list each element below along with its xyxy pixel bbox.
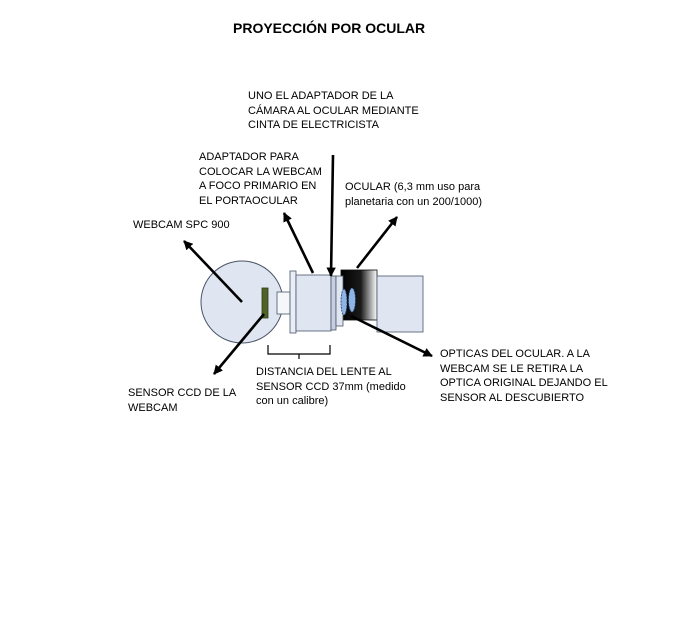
arrow-optics xyxy=(350,314,433,358)
label-adapter: ADAPTADOR PARA COLOCAR LA WEBCAM A FOCO … xyxy=(199,151,322,207)
label-optics: OPTICAS DEL OCULAR. A LA WEBCAM SE LE RE… xyxy=(440,348,608,404)
arrow-tape xyxy=(326,154,336,277)
eyepiece-tube xyxy=(376,275,424,333)
eyepiece-lens-2 xyxy=(348,287,356,313)
arrow-adapter xyxy=(282,212,315,274)
label-eyepiece: OCULAR (6,3 mm uso para planetaria con u… xyxy=(345,181,482,208)
ccd-sensor xyxy=(261,287,269,319)
arrow-sensor xyxy=(213,313,265,375)
adapter-flange xyxy=(289,270,297,334)
adapter-tube xyxy=(295,274,332,332)
label-tape: UNO EL ADAPTADOR DE LA CÁMARA AL OCULAR … xyxy=(248,90,419,131)
webcam-connector xyxy=(276,291,291,315)
arrow-eyepiece xyxy=(355,216,399,269)
diagram-title: PROYECCIÓN POR OCULAR xyxy=(233,20,426,36)
adapter-ring xyxy=(330,275,337,331)
label-webcam: WEBCAM SPC 900 xyxy=(133,219,230,231)
distance-bracket xyxy=(267,345,331,359)
label-sensor: SENSOR CCD DE LA WEBCAM xyxy=(128,387,237,414)
arrow-webcam xyxy=(183,240,243,303)
label-distance: DISTANCIA DEL LENTE AL SENSOR CCD 37mm (… xyxy=(256,366,406,407)
eyepiece-lens-1 xyxy=(340,288,348,316)
